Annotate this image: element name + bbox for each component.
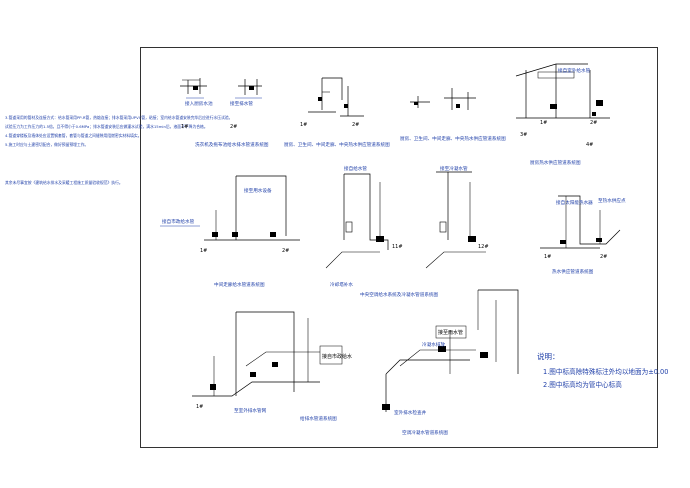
d8-label-source: 接自市政给水 — [322, 353, 352, 360]
side-notes: 3.管道采用的管材及连接方式：给水管采用PP-R管，热熔连接；排水管采用UPVC… — [5, 115, 232, 185]
diagram-9: 接至雨水管 冷凝水排放 室外排水检查井 空调冷凝水管道系统图 — [382, 289, 519, 436]
diagram-6: 接自给水管 接至冷凝水管 11# 12# 冷却塔补水 中央空调给水系统及冷凝水管… — [325, 165, 489, 298]
d8-label-outlet: 至室外排水管网 — [234, 407, 267, 414]
d9-label-rain: 接至雨水管 — [438, 329, 463, 336]
caption-8: 给排水管道系统图 — [300, 415, 337, 422]
d4-label-source: 接自室外给水管 — [558, 67, 591, 74]
d7-label-supply: 至热水供应点 — [598, 197, 626, 204]
caption-9: 空调冷凝水管道系统图 — [402, 429, 448, 436]
drawing-frame — [140, 47, 658, 448]
d9-label-well: 室外排水检查井 — [394, 409, 427, 416]
d7-label-source: 接自太阳能热水器 — [556, 199, 593, 206]
note-1: 1.图中标高除特殊标注外均以地面为±0.00 — [543, 367, 668, 376]
d4-tag-1: 1# — [540, 120, 547, 126]
caption-5: 中间走廊给水管道系统图 — [214, 281, 265, 288]
notes-title: 说明： — [537, 351, 560, 361]
caption-6: 中央空调给水系统及冷凝水管道系统图 — [360, 291, 439, 298]
d5-label-source: 接自市政给水管 — [162, 218, 195, 225]
side-note-5: 其余未尽事宜按《建筑给水排水及采暖工程施工质量验收规范》执行。 — [5, 180, 123, 185]
diagram-8: 接自市政给水 1# 至室外排水管网 给排水管道系统图 — [192, 311, 352, 422]
d6-label-drain: 接至冷凝水管 — [440, 165, 468, 172]
note-2: 2.图中标高均为管中心标高 — [543, 380, 622, 389]
diagram-7: 接自太阳能热水器 至热水供应点 1# 2# 热水供应管道系统图 — [540, 195, 626, 275]
d6-tag-12: 12# — [478, 244, 489, 250]
d4-tag-3: 3# — [520, 132, 527, 138]
side-note-1: 3.管道采用的管材及连接方式：给水管采用PP-R管，热熔连接；排水管采用UPVC… — [5, 115, 232, 120]
diagram-2: 1# 2# 厨房、卫生间、中间走廊、中央热水供应管道系统图 — [284, 77, 390, 148]
side-note-2: 试验压力为工作压力的1.5倍，且不得小于0.6MPa；排水管道安装后应做灌水试验… — [5, 124, 208, 129]
side-note-4: 5.施工时应与土建密切配合，做好预留预埋工作。 — [5, 142, 88, 147]
d6-label-source: 接自给水管 — [344, 165, 367, 172]
d6-label-tower: 冷却塔补水 — [330, 281, 353, 288]
diagram-5: 接自市政给水管 接至用水设备 1# 2# 中间走廊给水管道系统图 — [160, 175, 300, 288]
caption-2: 厨房、卫生间、中间走廊、中央热水供应管道系统图 — [284, 141, 390, 148]
d5-tag-2: 2# — [282, 248, 289, 254]
d1-label-drain: 接至排水管 — [230, 100, 253, 107]
caption-3: 厨房、卫生间、中间走廊、中央热水供应管道系统图 — [400, 135, 506, 142]
d1-tag-2: 2# — [230, 124, 237, 130]
diagram-3: 厨房、卫生间、中间走廊、中央热水供应管道系统图 — [400, 88, 506, 142]
d5-label-equipment: 接至用水设备 — [244, 187, 272, 194]
d7-tag-2: 2# — [600, 254, 607, 260]
d1-tag-1: 1# — [181, 124, 188, 130]
caption-1: 洗衣机及拖布池给水排水管道系统图 — [195, 141, 269, 148]
d4-tag-4: 4# — [586, 142, 593, 148]
d1-label-inlet: 接入厨房水池 — [185, 100, 213, 107]
caption-4: 厨房热水供应管道系统图 — [530, 159, 581, 166]
d6-tag-11: 11# — [392, 244, 403, 250]
diagram-4: 接自室外给水管 1# 2# 3# 4# 厨房热水供应管道系统图 — [515, 63, 610, 166]
d8-tag-1: 1# — [196, 404, 203, 410]
diagram-1: 接入厨房水池 接至排水管 1# 2# 洗衣机及拖布池给水排水管道系统图 — [180, 78, 269, 148]
d7-tag-1: 1# — [544, 254, 551, 260]
notes-block: 说明： 1.图中标高除特殊标注外均以地面为±0.00 2.图中标高均为管中心标高 — [537, 351, 668, 389]
caption-7: 热水供应管道系统图 — [552, 268, 594, 275]
d5-tag-1: 1# — [200, 248, 207, 254]
d2-tag-2: 2# — [352, 122, 359, 128]
d2-tag-1: 1# — [300, 122, 307, 128]
side-note-3: 4.管道穿楼板及墙体处应设置钢套管，套管与管道之间缝隙用阻燃密实材料填实。 — [5, 133, 142, 138]
d9-label-discharge: 冷凝水排放 — [422, 341, 445, 348]
d4-tag-2: 2# — [590, 120, 597, 126]
